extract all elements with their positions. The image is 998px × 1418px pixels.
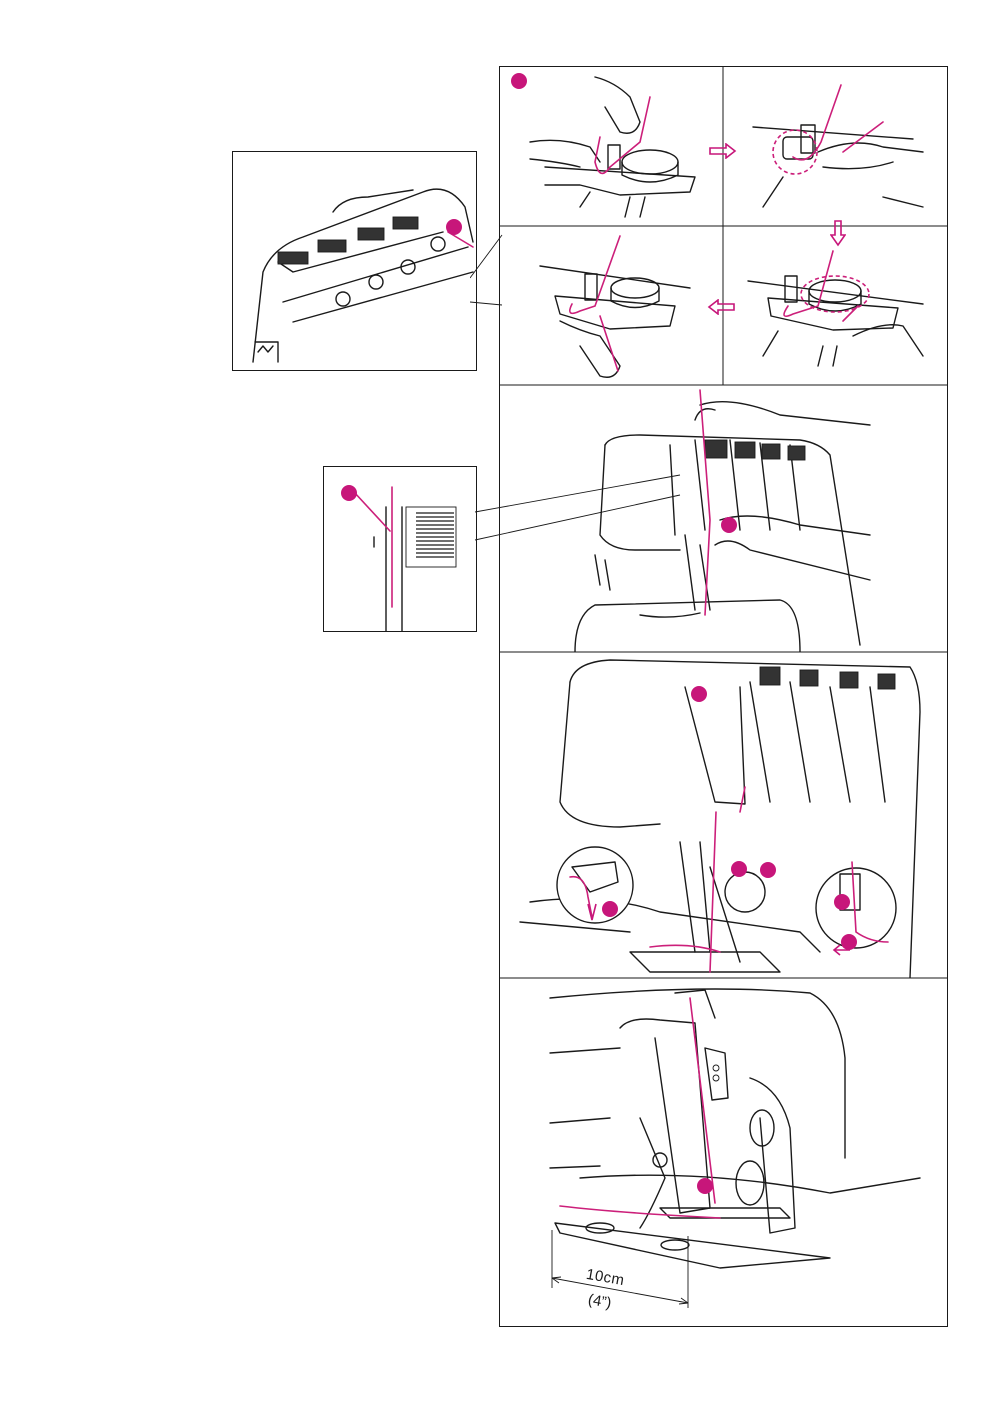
- threading-step-2: [723, 67, 947, 226]
- threading-step-3: [723, 226, 947, 385]
- callout-dot: [731, 861, 747, 877]
- serger-looper-threading: [500, 652, 947, 978]
- callout-dot: [841, 934, 857, 950]
- callout-dot: [691, 686, 707, 702]
- instruction-panel: 10cm (4”): [499, 66, 948, 1327]
- serger-tension-threading: [500, 385, 947, 652]
- thread-guide-illustration: [233, 152, 476, 370]
- callout-dot: [446, 219, 462, 235]
- threading-step-4: [500, 226, 723, 385]
- callout-dot: [697, 1178, 713, 1194]
- thread-guide-inset: [232, 151, 477, 371]
- tension-dial-inset: [323, 466, 477, 632]
- callout-dot: [511, 73, 527, 89]
- callout-dot: [341, 485, 357, 501]
- callout-dot: [760, 862, 776, 878]
- tension-dial-illustration: [324, 467, 476, 631]
- serger-needle-area: [500, 978, 947, 1326]
- callout-dot: [834, 894, 850, 910]
- callout-dot: [602, 901, 618, 917]
- callout-dot: [721, 517, 737, 533]
- threading-step-1: [500, 67, 723, 226]
